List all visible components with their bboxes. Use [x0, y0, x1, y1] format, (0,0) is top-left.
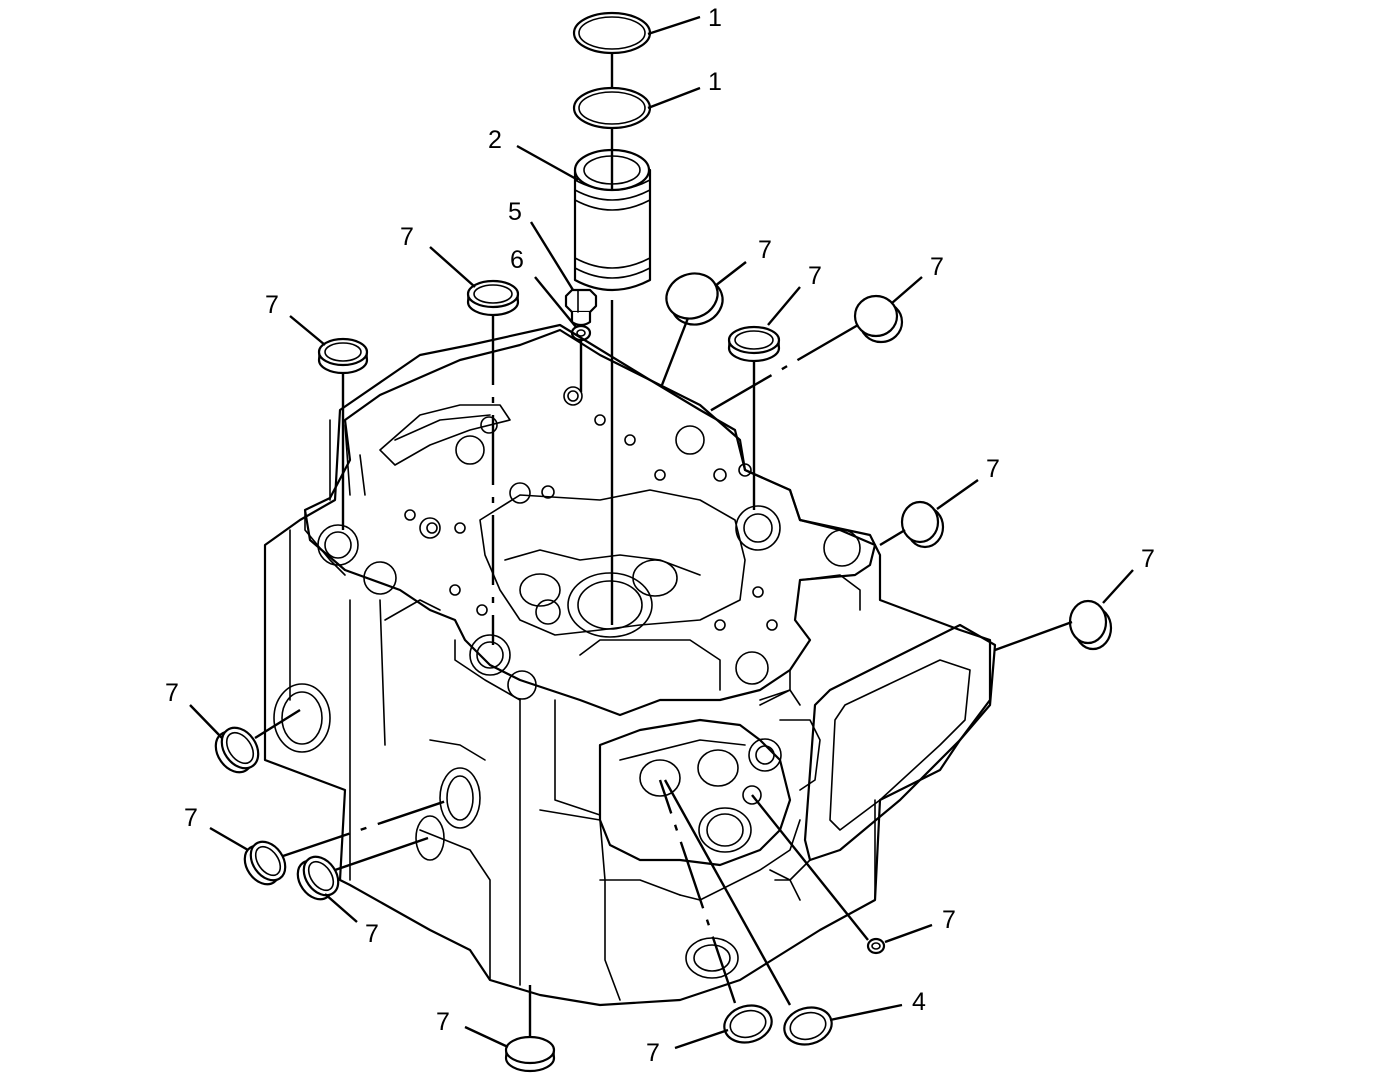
callout-4: 7 — [942, 906, 956, 934]
exploded-parts — [214, 11, 1113, 1073]
callout-6: 6 — [510, 246, 524, 274]
callout-7-top-right-a: 7 — [808, 262, 822, 290]
seal-ring-lower — [572, 86, 652, 130]
callout-7-top-mid: 7 — [758, 236, 772, 264]
cup-plug-5 — [853, 294, 904, 344]
cup-plug-8 — [214, 726, 260, 774]
callout-7-right-a: 7 — [986, 455, 1000, 483]
callout-2: 2 — [488, 126, 502, 154]
callout-5: 5 — [508, 198, 522, 226]
cup-plug-11 — [504, 1035, 556, 1073]
small-plug — [866, 937, 886, 955]
cup-plug-9 — [243, 840, 287, 886]
cup-plug-3 — [665, 272, 724, 326]
cup-plug-7 — [1068, 599, 1113, 651]
seal-ring-upper — [572, 11, 652, 55]
cylinder-head-body — [263, 323, 997, 1007]
callout-7-bottom-left: 7 — [436, 1008, 450, 1036]
cup-plug-12 — [723, 1004, 773, 1044]
assembly-lines — [254, 53, 1073, 1037]
callout-leaders — [189, 15, 1134, 1050]
cup-plug-10 — [296, 855, 340, 901]
callout-7-left-b: 7 — [184, 804, 198, 832]
cup-plug-13 — [783, 1006, 833, 1046]
callout-7-right-b: 7 — [1141, 545, 1155, 573]
callout-7-top-left: 7 — [400, 223, 414, 251]
callout-7-left-a: 7 — [165, 679, 179, 707]
callout-7-left-c: 7 — [365, 920, 379, 948]
callout-labels: 1 1 2 5 6 7 7 7 7 7 7 7 7 7 7 7 7 4 7 — [165, 4, 1155, 1067]
cup-plug-2 — [466, 279, 520, 317]
callout-7-far-left: 7 — [265, 291, 279, 319]
holes — [273, 386, 861, 979]
cup-plug-6 — [900, 500, 945, 549]
callout-7-bottom-right: 4 — [912, 988, 926, 1016]
callout-7-bottom-mid: 7 — [646, 1039, 660, 1067]
cup-plug-4 — [727, 325, 781, 363]
callout-7-top-right-b: 7 — [930, 253, 944, 281]
cup-plug-1 — [317, 337, 369, 375]
callout-1-upper: 1 — [708, 4, 722, 32]
callout-1-lower: 1 — [708, 68, 722, 96]
